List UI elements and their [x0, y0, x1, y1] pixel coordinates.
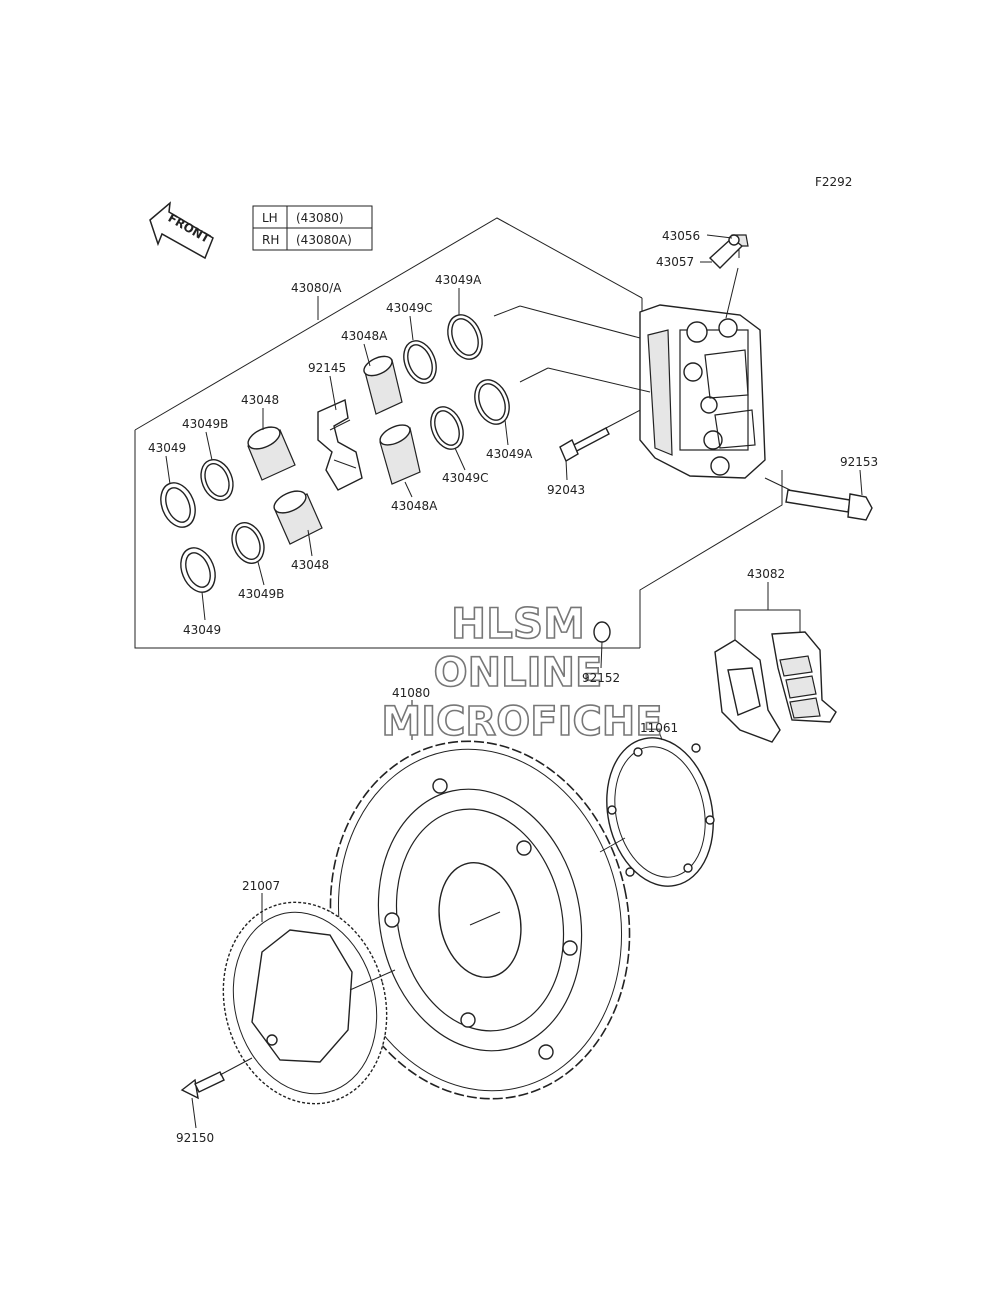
callout-92145: 92145 — [308, 361, 346, 375]
table-part-rh: (43080A) — [296, 233, 352, 247]
piston-43048-top — [247, 426, 296, 481]
callout-92152: 92152 — [582, 671, 620, 685]
callout-43056: 43056 — [662, 229, 700, 243]
abs-rotor-21007 — [222, 901, 388, 1105]
table-part-lh: (43080) — [296, 211, 344, 225]
brake-disc-41080 — [329, 740, 631, 1100]
seal-43049b-bot — [231, 522, 265, 564]
callout-43049-top: 43049 — [148, 441, 186, 455]
gasket-11061 — [606, 737, 715, 887]
callout-43048a-top: 43048A — [341, 329, 388, 343]
leader-lines — [165, 234, 863, 1129]
watermark-line-1: HLSM — [451, 599, 585, 648]
callout-43049-bot: 43049 — [183, 623, 221, 637]
seal-43049c-top — [403, 340, 437, 384]
seal-43049b-top — [200, 459, 234, 501]
callout-43080a: 43080/A — [291, 281, 342, 295]
side-table: LH (43080) RH (43080A) — [252, 205, 373, 251]
callout-43048a-bot: 43048A — [391, 499, 438, 513]
callout-43049c-top: 43049C — [386, 301, 433, 315]
callout-92153: 92153 — [840, 455, 878, 469]
callout-43049b-top: 43049B — [182, 417, 228, 431]
figure-code: F2292 — [815, 175, 852, 189]
collar-92152 — [593, 621, 611, 643]
seal-43049a-bot — [474, 379, 510, 425]
callout-43048-top: 43048 — [241, 393, 279, 407]
screw-92150 — [180, 1071, 225, 1100]
pad-pin-92043 — [559, 404, 651, 463]
callout-92150: 92150 — [176, 1131, 214, 1145]
callout-43049c-bot: 43049C — [442, 471, 489, 485]
callout-92043: 92043 — [547, 483, 585, 497]
watermark-line-2: ONLINE — [434, 650, 603, 696]
callout-43048-bot: 43048 — [291, 558, 329, 572]
mounting-bolt-92153 — [785, 489, 873, 521]
seal-43049-top — [160, 482, 196, 528]
callout-41080: 41080 — [392, 686, 430, 700]
piston-43048-bot — [273, 490, 323, 545]
callout-21007: 21007 — [242, 879, 280, 893]
callout-43057: 43057 — [656, 255, 694, 269]
callout-43082: 43082 — [747, 567, 785, 581]
piston-43048a-top — [363, 355, 403, 415]
callout-labels: 43080/A 43049A 43049C 43048A 92145 43048… — [148, 229, 878, 1145]
watermark-line-3: MICROFICHE — [381, 699, 662, 745]
caliper-kit-boundary — [134, 217, 783, 649]
seal-43049a-top — [447, 314, 483, 360]
callout-11061: 11061 — [640, 721, 678, 735]
front-arrow-icon: FRONT — [149, 201, 214, 260]
seal-43049c-bot — [430, 406, 464, 450]
brake-pads-43082 — [714, 631, 837, 743]
seal-43049-bot — [180, 547, 216, 593]
callout-43049b-bot: 43049B — [238, 587, 284, 601]
callout-43049a-top: 43049A — [435, 273, 482, 287]
piston-43048a-bot — [379, 424, 421, 485]
table-side-rh: RH — [262, 233, 279, 247]
caliper-body — [639, 304, 766, 479]
pad-spring-92145 — [317, 398, 363, 491]
table-side-lh: LH — [262, 211, 278, 225]
watermark: HLSM ONLINE MICROFICHE — [381, 598, 664, 746]
bleeder-cap-43057 — [708, 234, 744, 269]
callout-43049a-bot: 43049A — [486, 447, 533, 461]
